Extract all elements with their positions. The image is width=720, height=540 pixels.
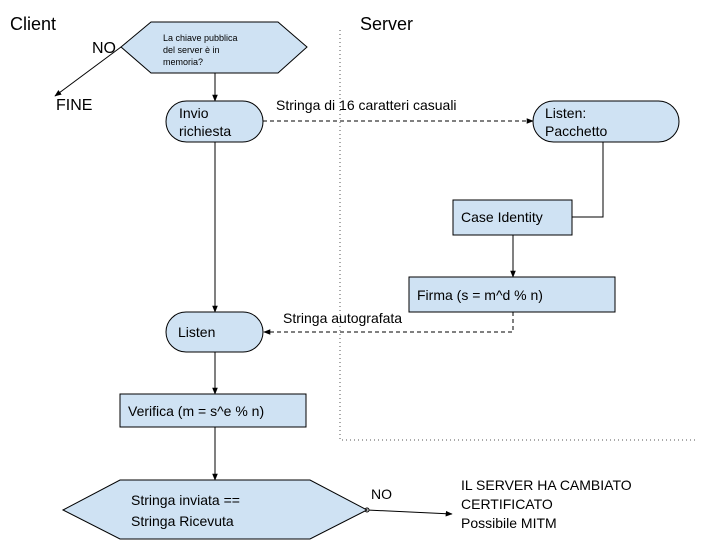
decision-key-line-2: del server è in	[163, 45, 220, 55]
label-no-top: NO	[92, 40, 116, 57]
label-no-bottom: NO	[371, 486, 392, 502]
decision-key-in-memory: La chiave pubblica del server è in memor…	[120, 21, 308, 74]
client-listen-label: Listen	[178, 324, 215, 340]
lane-divider	[339, 30, 695, 441]
lane-label-client: Client	[10, 14, 56, 34]
process-sign: Firma (s = m^d % n)	[408, 276, 616, 313]
send-request-line-1: Invio	[179, 105, 209, 121]
edge-label-signed-string: Stringa autografata	[283, 310, 402, 326]
result-line-3: Possibile MITM	[461, 515, 557, 531]
process-case-identity: Case Identity	[452, 199, 573, 236]
terminal-send-request: Invio richiesta	[165, 100, 264, 143]
send-request-line-2: richiesta	[179, 123, 231, 139]
compare-line-2: Stringa Ricevuta	[131, 513, 234, 529]
terminal-client-listen: Listen	[165, 311, 264, 353]
terminal-server-listen: Listen: Pacchetto	[532, 100, 680, 143]
label-fine: FINE	[56, 97, 92, 114]
result-line-2: CERTIFICATO	[461, 496, 553, 512]
edge-label-random-string: Stringa di 16 caratteri casuali	[276, 97, 457, 113]
sign-label: Firma (s = m^d % n)	[417, 287, 543, 303]
result-message: IL SERVER HA CAMBIATO CERTIFICATO Possib…	[461, 477, 632, 531]
decision-compare-strings: Stringa inviata == Stringa Ricevuta	[61, 479, 369, 540]
server-listen-line-2: Pacchetto	[545, 123, 607, 139]
verify-label: Verifica (m = s^e % n)	[128, 403, 264, 419]
lane-label-server: Server	[360, 14, 413, 34]
decision-key-line-1: La chiave pubblica	[163, 33, 238, 43]
server-listen-line-1: Listen:	[545, 105, 586, 121]
edge-compare-no	[366, 509, 453, 517]
process-verify: Verifica (m = s^e % n)	[119, 393, 307, 428]
case-identity-label: Case Identity	[461, 209, 543, 225]
edge-sign-to-listen	[263, 312, 514, 335]
compare-line-1: Stringa inviata ==	[131, 492, 240, 508]
edge-no-to-fine	[54, 46, 122, 97]
result-line-1: IL SERVER HA CAMBIATO	[461, 477, 632, 493]
edge-listen-to-identity	[572, 142, 604, 218]
decision-key-line-3: memoria?	[163, 57, 203, 67]
